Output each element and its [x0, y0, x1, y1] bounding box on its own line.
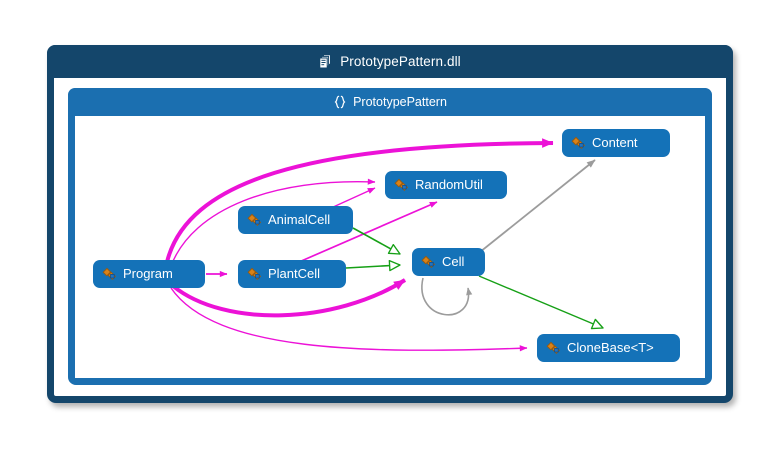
class-node-randomutil[interactable]: RandomUtil	[385, 171, 507, 199]
class-node-program[interactable]: Program	[93, 260, 205, 288]
namespace-title: PrototypePattern	[353, 95, 447, 109]
class-icon	[571, 136, 586, 150]
assembly-title: PrototypePattern.dll	[340, 54, 461, 69]
graph-canvas: Program AnimalCell PlantCell	[75, 116, 705, 378]
class-node-label: AnimalCell	[268, 212, 331, 227]
edge-program-to-cell	[171, 278, 407, 318]
edge-cell-inherits-clonebase	[478, 275, 603, 328]
namespace-braces-icon	[333, 95, 347, 110]
edge-plantcell-inherits-cell	[345, 265, 400, 268]
class-node-label: PlantCell	[268, 266, 321, 281]
edge-cell-self-loop	[421, 277, 473, 316]
class-node-content[interactable]: Content	[562, 129, 670, 157]
class-icon	[421, 255, 436, 269]
class-node-cell[interactable]: Cell	[412, 248, 485, 276]
class-node-label: Program	[123, 266, 173, 281]
class-node-label: CloneBase<T>	[567, 340, 654, 355]
edge-cell-to-content	[474, 159, 596, 257]
class-icon	[546, 341, 561, 355]
edge-animalcell-to-randomutil	[330, 187, 376, 209]
class-icon	[247, 213, 262, 227]
edge-program-to-clonebase	[170, 287, 528, 352]
class-node-label: Cell	[442, 254, 465, 269]
assembly-icon	[319, 54, 333, 69]
class-icon	[102, 267, 117, 281]
class-icon	[247, 267, 262, 281]
class-node-clonebase[interactable]: CloneBase<T>	[537, 334, 680, 362]
class-node-animalcell[interactable]: AnimalCell	[238, 206, 353, 234]
edge-plantcell-to-randomutil	[298, 201, 438, 263]
assembly-header: PrototypePattern.dll	[47, 45, 733, 78]
class-node-plantcell[interactable]: PlantCell	[238, 260, 346, 288]
edge-layer	[165, 138, 705, 352]
class-node-label: Content	[592, 135, 638, 150]
edge-program-to-content	[165, 138, 554, 263]
edge-animalcell-inherits-cell	[352, 227, 400, 255]
class-node-label: RandomUtil	[415, 177, 483, 192]
class-icon	[394, 178, 409, 192]
edge-program-to-randomutil	[170, 178, 376, 267]
namespace-header: PrototypePattern	[68, 88, 712, 116]
